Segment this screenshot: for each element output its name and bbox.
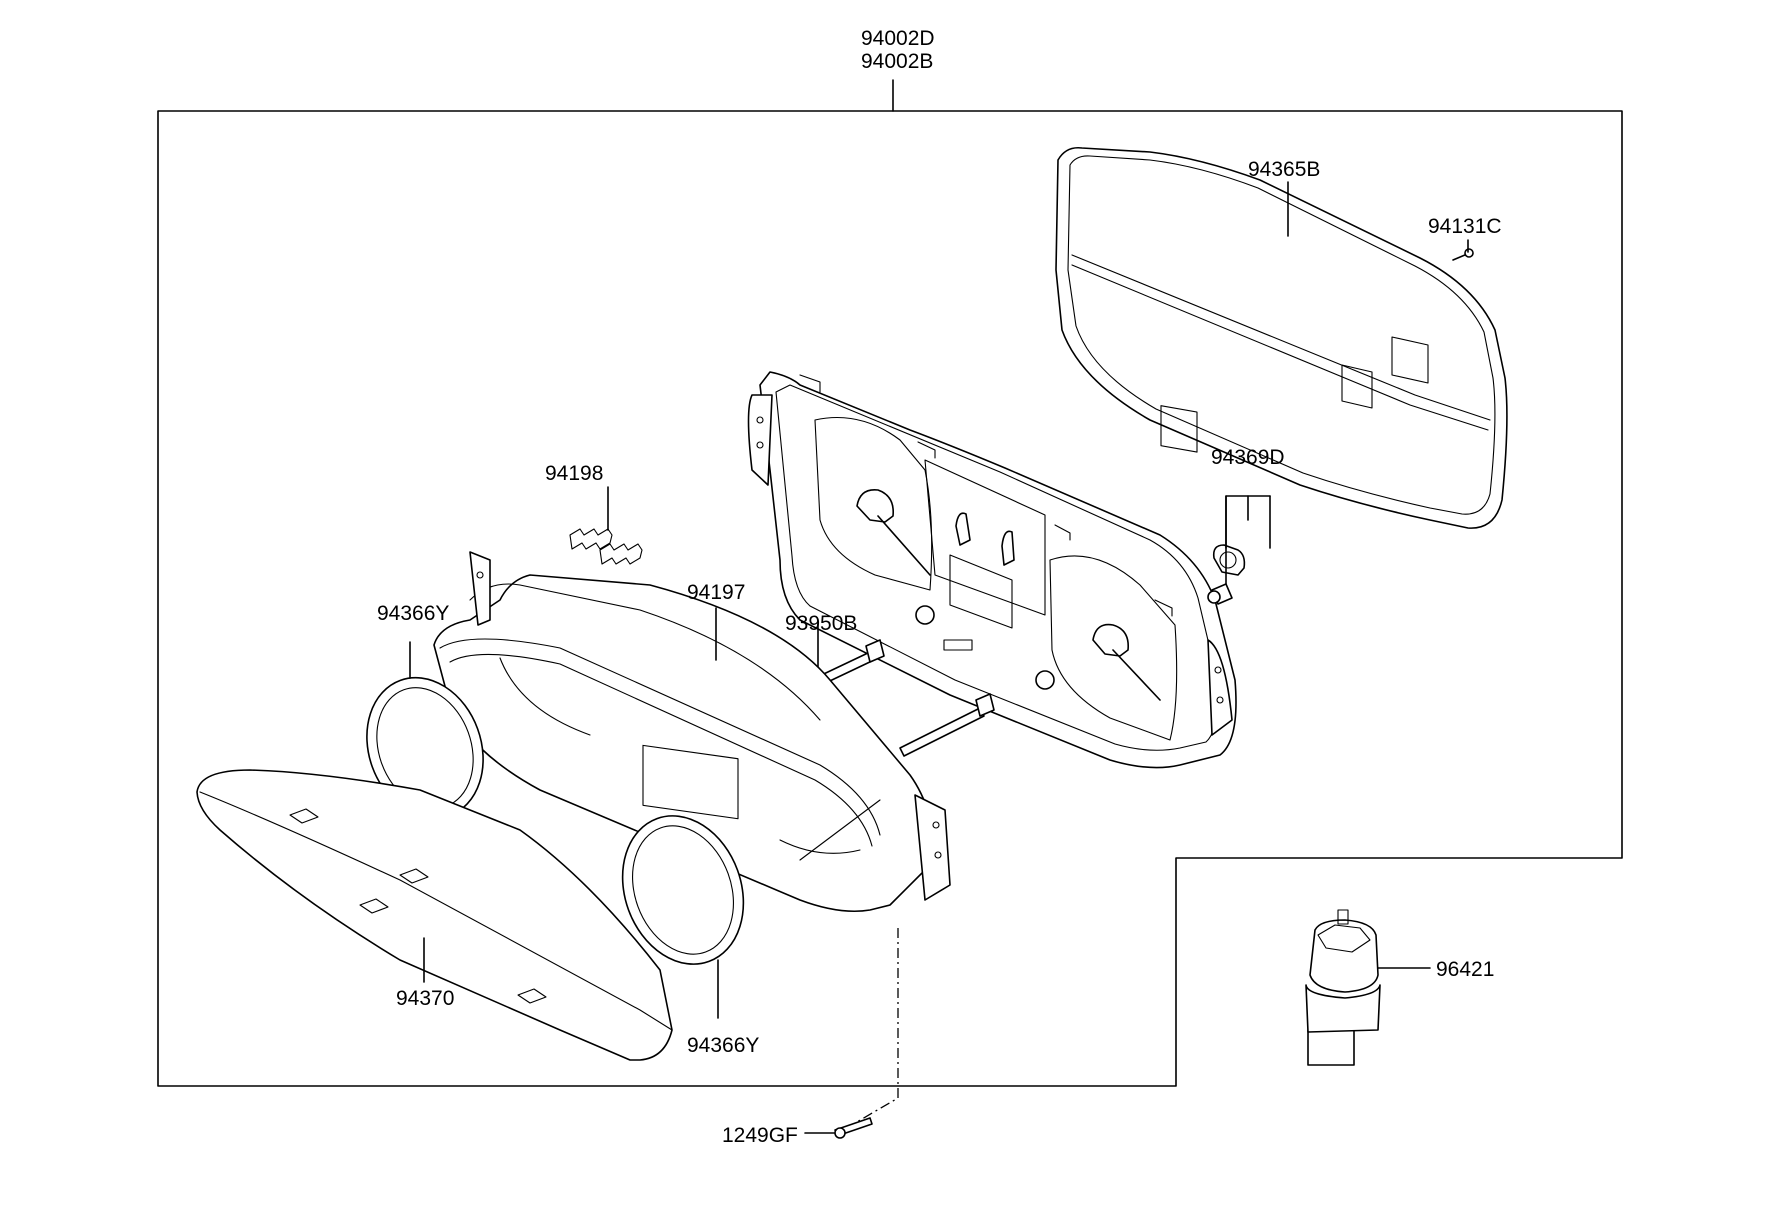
label-front-bezel: 94197 xyxy=(687,581,745,604)
label-assembly-2: 94002B xyxy=(861,50,933,73)
label-bulb-socket: 94369D xyxy=(1211,446,1285,469)
lower-trim-part xyxy=(196,769,673,1061)
bezel-window xyxy=(642,744,739,820)
cover-window-1 xyxy=(1160,405,1198,453)
label-assembly-1: 94002D xyxy=(861,27,935,50)
label-ring-right: 94366Y xyxy=(687,1034,759,1057)
label-sender-unit: 96421 xyxy=(1436,958,1494,981)
bulb-socket-part xyxy=(1207,495,1271,605)
tapping-screw-part xyxy=(804,928,899,1139)
label-back-cover: 94365B xyxy=(1248,158,1320,181)
gauge-housing-part xyxy=(747,371,1237,769)
label-small-screw: 94131C xyxy=(1428,215,1502,238)
sender-unit-part xyxy=(1305,909,1431,1066)
back-cover-part xyxy=(1055,146,1508,529)
label-lower-trim: 94370 xyxy=(396,987,454,1010)
front-bezel-part xyxy=(433,551,951,913)
assembly-boundary xyxy=(157,110,1623,1087)
label-bolt: 93950B xyxy=(785,612,857,635)
label-tapping-screw: 1249GF xyxy=(722,1124,798,1147)
small-screw-part xyxy=(1452,248,1474,261)
ring-right-part xyxy=(621,815,745,1019)
label-ring-left: 94366Y xyxy=(377,602,449,625)
contact-springs-part xyxy=(569,486,643,565)
label-contact-springs: 94198 xyxy=(545,462,603,485)
